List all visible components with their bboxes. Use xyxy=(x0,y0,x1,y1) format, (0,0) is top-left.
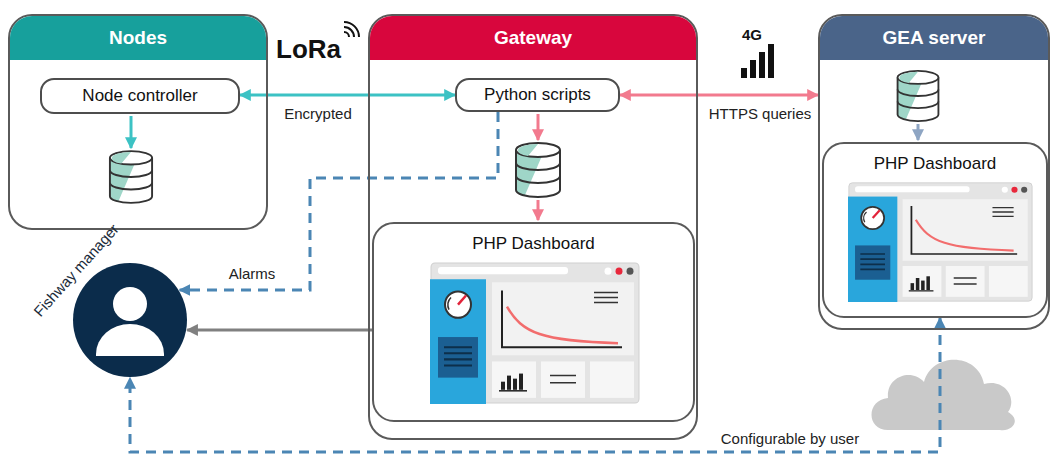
cloud-icon xyxy=(872,360,1015,430)
process-box: Node controller xyxy=(40,78,240,114)
dashboard-panel: PHP Dashboard xyxy=(372,222,695,422)
edge-label: Encrypted xyxy=(281,105,355,122)
icon-label: LoRa xyxy=(276,34,341,65)
signal-icon xyxy=(344,22,359,37)
panel-title: Gateway xyxy=(494,27,572,49)
box-label: Python scripts xyxy=(484,85,591,105)
database-icon xyxy=(108,150,152,208)
connector xyxy=(187,329,372,332)
dashboard-panel: PHP Dashboard xyxy=(822,142,1048,318)
panel-header: GEA server xyxy=(820,16,1048,60)
data-arrow xyxy=(130,116,133,148)
edge-label: HTTPS queries xyxy=(706,105,815,122)
connector xyxy=(180,112,498,290)
person-body xyxy=(96,324,164,356)
person-head xyxy=(113,287,147,321)
connector xyxy=(620,94,818,97)
connector xyxy=(130,318,940,452)
dashboard-mockup xyxy=(430,263,639,404)
panel-title: PHP Dashboard xyxy=(374,234,693,254)
signal-bars xyxy=(741,44,774,78)
user-circle: Fishway manager xyxy=(72,262,188,378)
database-icon xyxy=(514,142,560,202)
panel-title: PHP Dashboard xyxy=(824,154,1046,174)
tier-panel: GEA serverPHP Dashboard xyxy=(818,14,1050,330)
tier-panel: NodesNode controller xyxy=(8,14,268,230)
tier-panel: GatewayPython scriptsPHP Dashboard xyxy=(368,14,698,440)
data-arrow xyxy=(537,114,540,140)
connector xyxy=(240,94,455,97)
edge-label: Alarms xyxy=(226,265,279,282)
panel-header: Gateway xyxy=(370,16,696,60)
edge-label: Configurable by user xyxy=(718,430,862,447)
user-icon xyxy=(72,262,188,378)
process-box: Python scripts xyxy=(455,78,620,112)
circle-shape xyxy=(73,263,187,377)
panel-title: Nodes xyxy=(109,27,167,49)
box-label: Node controller xyxy=(82,86,197,106)
panel-title: GEA server xyxy=(883,27,986,49)
icon-label: 4G xyxy=(742,26,762,43)
database-icon xyxy=(896,70,939,126)
data-arrow xyxy=(917,124,920,140)
data-arrow xyxy=(537,200,540,220)
panel-header: Nodes xyxy=(10,16,266,60)
dashboard-mockup xyxy=(848,183,1032,302)
